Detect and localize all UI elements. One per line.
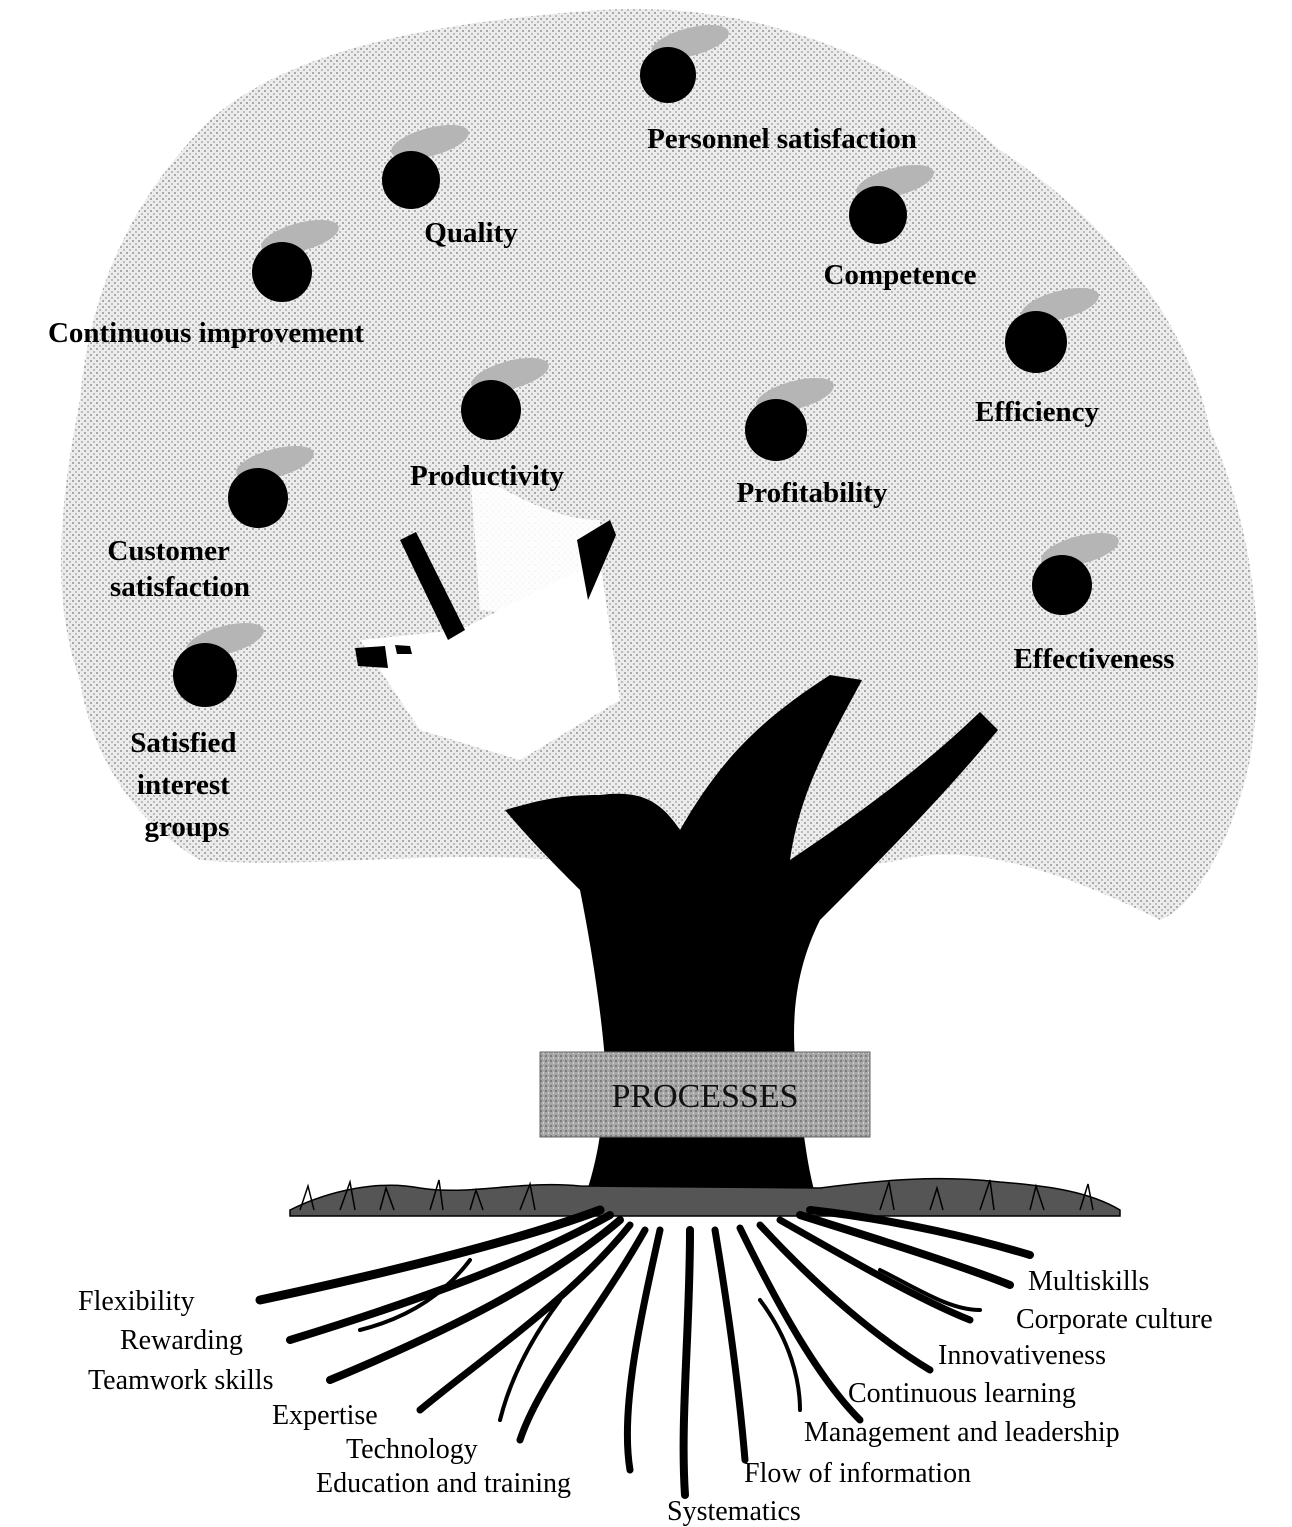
label-efficiency: Efficiency — [975, 396, 1100, 428]
label-satisfied-interest-groups: Satisfied interest groups — [130, 727, 244, 843]
label-expertise: Expertise — [272, 1400, 378, 1431]
label-multiskills: Multiskills — [1028, 1266, 1149, 1297]
label-flow-of-information: Flow of information — [744, 1458, 971, 1489]
processes-band: PROCESSES — [540, 1052, 870, 1137]
label-education-and-training: Education and training — [316, 1468, 571, 1499]
label-innovativeness: Innovativeness — [938, 1340, 1106, 1371]
label-technology: Technology — [346, 1434, 478, 1465]
label-corporate-culture: Corporate culture — [1016, 1304, 1213, 1335]
label-management-and-leadership: Management and leadership — [804, 1417, 1120, 1448]
label-systematics: Systematics — [667, 1496, 801, 1527]
label-continuous-learning: Continuous learning — [848, 1378, 1076, 1409]
processes-label: PROCESSES — [611, 1078, 798, 1115]
label-teamwork-skills: Teamwork skills — [88, 1365, 273, 1396]
label-personnel-satisfaction: Personnel satisfaction — [647, 123, 917, 155]
label-effectiveness: Effectiveness — [1013, 643, 1174, 675]
label-flexibility: Flexibility — [78, 1286, 195, 1317]
label-rewarding: Rewarding — [120, 1325, 243, 1356]
label-competence: Competence — [823, 259, 976, 291]
label-profitability: Profitability — [737, 477, 888, 509]
label-productivity: Productivity — [410, 460, 565, 492]
label-continuous-improvement: Continuous improvement — [48, 317, 364, 349]
label-quality: Quality — [424, 217, 518, 249]
